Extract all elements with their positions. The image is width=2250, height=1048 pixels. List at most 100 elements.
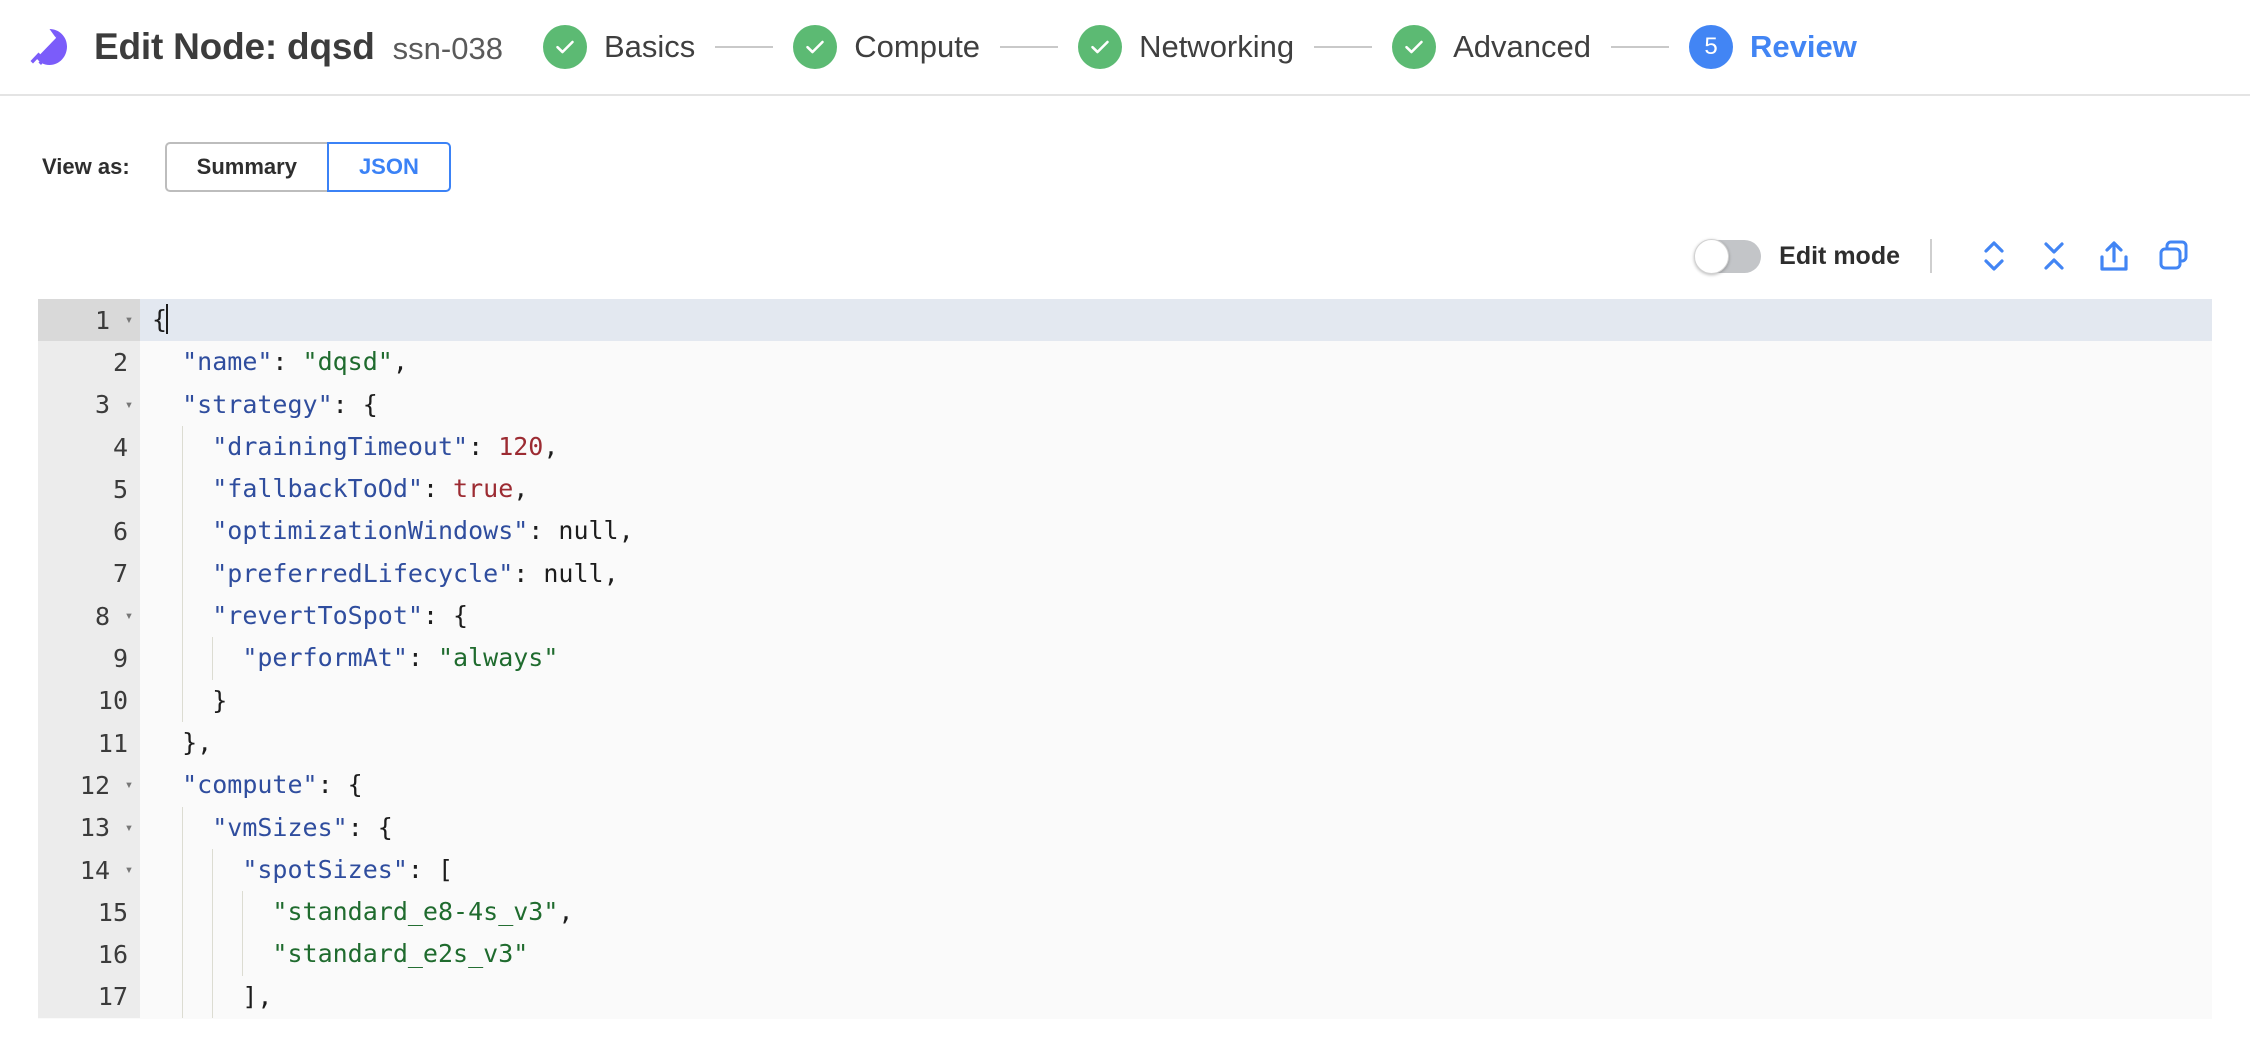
- toggle-knob: [1694, 238, 1730, 274]
- line-number-gutter: 15: [38, 891, 140, 934]
- json-token-punc: : {: [332, 389, 378, 419]
- code-line-text[interactable]: "optimizationWindows": null,: [140, 510, 2212, 553]
- code-line-text[interactable]: "compute": {: [140, 764, 2212, 806]
- view-as-summary-button[interactable]: Summary: [164, 142, 327, 192]
- indent-guide: [182, 975, 183, 1019]
- json-token-bool: true: [453, 474, 514, 504]
- fold-toggle-icon[interactable]: ▾: [124, 312, 134, 329]
- code-line-text[interactable]: {: [140, 299, 2212, 341]
- json-token-punc: : {: [422, 601, 469, 631]
- check-icon: [1078, 25, 1123, 69]
- line-number-gutter: 14▾: [38, 848, 140, 892]
- copy-icon[interactable]: [2148, 236, 2200, 276]
- wizard-step-networking[interactable]: Networking: [1078, 25, 1294, 69]
- code-line-row[interactable]: 4 "drainingTimeout": 120,: [38, 425, 2212, 469]
- fold-toggle-icon[interactable]: ▾: [124, 862, 134, 878]
- code-line-row[interactable]: 7 "preferredLifecycle": null,: [38, 552, 2212, 596]
- code-line-row[interactable]: 15 "standard_e8-4s_v3",: [38, 891, 2212, 934]
- code-line-row[interactable]: 17 ],: [38, 975, 2212, 1019]
- code-line-text[interactable]: ],: [140, 975, 2212, 1019]
- code-line-text[interactable]: "performAt": "always": [140, 637, 2212, 680]
- code-line-text[interactable]: "name": "dqsd",: [140, 341, 2212, 383]
- wizard-step-compute[interactable]: Compute: [793, 25, 980, 69]
- code-line-row[interactable]: 2 "name": "dqsd",: [38, 341, 2212, 384]
- code-line-row[interactable]: 8▾ "revertToSpot": {: [38, 595, 2212, 638]
- json-token-punc: ,: [392, 347, 408, 377]
- json-editor-body[interactable]: 1▾{2 "name": "dqsd",3▾ "strategy": {4 "d…: [38, 299, 2212, 1019]
- json-token-key: "fallbackToOd": [212, 474, 423, 504]
- code-line-row[interactable]: 1▾{: [38, 299, 2212, 342]
- json-token-plain: [152, 643, 242, 672]
- code-line-row[interactable]: 3▾ "strategy": {: [38, 383, 2212, 426]
- wizard-stepper: Basics Compute Networking: [542, 25, 2250, 69]
- code-line-text[interactable]: "preferredLifecycle": null,: [140, 552, 2212, 596]
- json-token-key: "optimizationWindows": [212, 516, 529, 546]
- code-line-text[interactable]: "revertToSpot": {: [140, 595, 2212, 638]
- spot-logo-icon: [26, 24, 72, 70]
- json-token-str: "standard_e2s_v3": [272, 939, 529, 969]
- code-line-text[interactable]: "strategy": {: [140, 384, 2212, 426]
- code-line-text[interactable]: "vmSizes": {: [140, 806, 2212, 849]
- indent-guide: [212, 891, 213, 934]
- wizard-step-advanced[interactable]: Advanced: [1392, 25, 1591, 69]
- page-title-subtitle: ssn-038: [392, 31, 503, 66]
- fold-toggle-icon[interactable]: ▾: [124, 819, 134, 836]
- code-line-row[interactable]: 13▾ "vmSizes": {: [38, 806, 2212, 849]
- collapse-all-icon[interactable]: [2028, 236, 2080, 276]
- code-line-text[interactable]: }: [140, 679, 2212, 722]
- code-line-row[interactable]: 9 "performAt": "always": [38, 637, 2212, 680]
- indent-guide: [212, 975, 213, 1019]
- code-line-row[interactable]: 16 "standard_e2s_v3": [38, 933, 2212, 976]
- toolbar-divider: [1930, 239, 1932, 273]
- line-number-gutter: 11: [38, 721, 140, 765]
- indent-guide: [242, 933, 243, 976]
- code-line-row[interactable]: 14▾ "spotSizes": [: [38, 848, 2212, 892]
- json-token-key: "preferredLifecycle": [212, 558, 514, 588]
- line-number: 6: [112, 517, 128, 547]
- wizard-step-review[interactable]: 5 Review: [1689, 25, 1857, 69]
- line-number-gutter: 5: [38, 468, 140, 511]
- json-token-punc: :: [513, 558, 544, 588]
- json-token-punc: ],: [242, 981, 273, 1011]
- code-line-row[interactable]: 6 "optimizationWindows": null,: [38, 510, 2212, 553]
- fold-toggle-icon[interactable]: ▾: [124, 608, 134, 625]
- code-line-text[interactable]: "spotSizes": [: [140, 848, 2212, 892]
- wizard-step-basics[interactable]: Basics: [542, 25, 695, 69]
- view-as-json-button[interactable]: JSON: [326, 142, 451, 192]
- indent-guide: [182, 679, 183, 722]
- line-number: 5: [112, 474, 128, 504]
- code-line-text[interactable]: "drainingTimeout": 120,: [140, 425, 2212, 469]
- line-number-gutter: 8▾: [38, 595, 140, 638]
- indent-guide: [242, 891, 243, 934]
- edit-mode-toggle[interactable]: [1694, 238, 1762, 274]
- code-line-row[interactable]: 5 "fallbackToOd": true,: [38, 468, 2212, 511]
- check-icon: [542, 25, 587, 69]
- code-line-row[interactable]: 11 },: [38, 721, 2212, 765]
- json-editor[interactable]: 1▾{2 "name": "dqsd",3▾ "strategy": {4 "d…: [38, 299, 2212, 1019]
- json-token-key: "drainingTimeout": [212, 431, 469, 461]
- fold-toggle-icon[interactable]: ▾: [124, 396, 134, 413]
- export-icon[interactable]: [2088, 236, 2140, 276]
- indent-guide: [182, 425, 183, 469]
- step-connector: [715, 46, 774, 48]
- indent-guide: [182, 637, 183, 680]
- code-line-row[interactable]: 10 }: [38, 679, 2212, 722]
- fold-toggle-icon[interactable]: ▾: [124, 777, 134, 794]
- code-line-text[interactable]: },: [140, 722, 2212, 764]
- json-token-punc: :: [272, 347, 303, 377]
- code-line-row[interactable]: 12▾ "compute": {: [38, 764, 2212, 807]
- code-line-text[interactable]: "fallbackToOd": true,: [140, 468, 2212, 511]
- edit-mode-label: Edit mode: [1779, 241, 1900, 270]
- json-token-plain: [152, 855, 242, 884]
- json-token-key: "compute": [182, 770, 318, 800]
- indent-guide: [182, 891, 183, 934]
- code-line-text[interactable]: "standard_e2s_v3": [140, 933, 2212, 976]
- indent-guide: [182, 510, 183, 553]
- indent-guide: [182, 806, 183, 849]
- line-number-gutter: 12▾: [38, 764, 140, 807]
- code-line-text[interactable]: "standard_e8-4s_v3",: [140, 891, 2212, 934]
- indent-guide: [182, 595, 183, 638]
- line-number: 4: [112, 432, 128, 462]
- view-as-row: View as: Summary JSON: [0, 96, 2250, 192]
- expand-all-icon[interactable]: [1968, 236, 2020, 276]
